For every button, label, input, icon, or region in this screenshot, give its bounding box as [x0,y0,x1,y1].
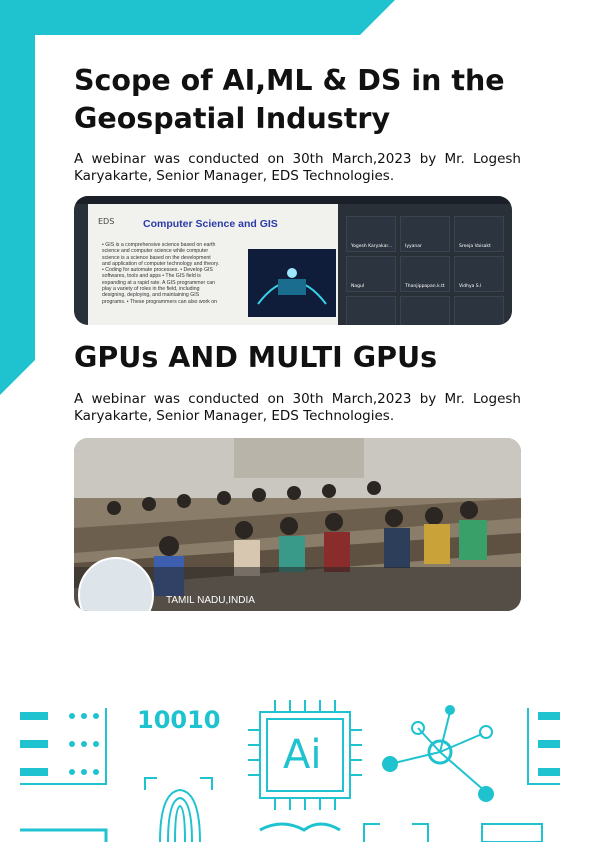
map-thumbnail [78,557,154,611]
participant-tile: Yogesh Karyakar... [346,216,396,252]
slide-title: Computer Science and GIS [143,218,278,230]
slide-bullets: • GIS is a comprehensive science based o… [102,242,220,305]
server-icon [20,708,108,842]
server-icon-right [481,708,560,842]
presentation-slide: EDS Computer Science and GIS • GIS is a … [88,204,338,325]
slide-logo: EDS [98,217,115,226]
classroom-photo: TAMIL NADU,INDIA [74,438,521,611]
participant-tile: Iyyanar [400,216,450,252]
webinar-screenshot: EDS Computer Science and GIS • GIS is a … [74,196,512,325]
ai-chip-text: Ai [283,732,321,778]
section1-description: A webinar was conducted on 30th March,20… [74,151,521,184]
network-icon [363,705,494,842]
participant-tile [400,296,450,325]
participant-tile: Nagul [346,256,396,292]
section2-description: A webinar was conducted on 30th March,20… [74,391,521,424]
slide-illustration [248,249,336,317]
tech-icons-banner: 10010 Ai [20,700,560,842]
participant-tile: Thanjippapan.k.tt [400,256,450,292]
window-titlebar [74,196,512,204]
participant-tile [346,296,396,325]
ai-chip-icon [248,700,362,832]
location-text: TAMIL NADU,INDIA [166,595,255,606]
participant-grid: Yogesh Karyakar... Iyyanar Sreeja Vaisak… [344,216,509,325]
participant-tile: Vidhya S.I [454,256,504,292]
section1-title: Scope of AI,ML & DS in the Geospatial In… [74,64,505,135]
participant-tile: Sreeja Vaisakt [454,216,504,252]
section2-title: GPUs AND MULTI GPUs [74,341,438,374]
fingerprint-icon [144,777,213,842]
binary-text: 10010 [137,706,221,734]
participant-tile [454,296,504,325]
